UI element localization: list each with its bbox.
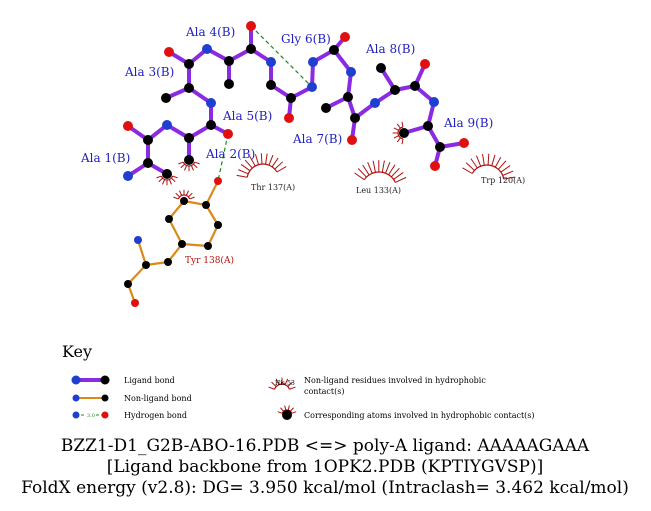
label-ala7: Ala 7(B) [292, 132, 342, 146]
key-nonligand-hydrophobic-2: contact(s) [304, 387, 344, 396]
label-ala8: Ala 8(B) [365, 42, 415, 56]
label-thr137: Thr 137(A) [251, 183, 295, 192]
contact-ala1 [156, 175, 178, 186]
hbond-gly6-ala4 [250, 25, 313, 88]
key-sample-residue: His 53 [275, 380, 295, 387]
key-nonligand-hydrophobic-1: Non-ligand residues involved in hydropho… [304, 376, 486, 385]
contact-residue-labels: Thr 137(A) Leu 133(A) Trp 120(A) Tyr 138… [185, 176, 525, 266]
key-nonligand-bond: Non-ligand bond [124, 394, 192, 403]
label-ala2: Ala 2(B) [205, 147, 255, 161]
ligand-atoms [123, 21, 469, 181]
trp120-arc [462, 153, 516, 180]
key-ligand-atom-c [100, 375, 110, 385]
contact-ala9 [392, 121, 404, 145]
key-hbond-distance: 3.0 [87, 413, 95, 419]
thr137-arc [236, 153, 287, 178]
caption-line2: [Ligand backbone from 1OPK2.PDB (KPTIYGV… [107, 457, 544, 477]
tyr138-residue [126, 180, 219, 304]
label-ala1: Ala 1(B) [80, 151, 130, 165]
caption-line3: FoldX energy (v2.8): DG= 3.950 kcal/mol … [21, 478, 629, 498]
label-trp120: Trp 120(A) [481, 176, 525, 185]
key-hydrogen-bond: Hydrogen bond [124, 411, 187, 420]
key-title: Key [62, 342, 92, 361]
label-ala5: Ala 5(B) [222, 109, 272, 123]
key-ligand-bond: Ligand bond [124, 376, 175, 385]
tyr138-atoms [124, 177, 222, 307]
contact-tyr138 [173, 189, 195, 200]
leu133-arc [354, 160, 407, 183]
label-ala3: Ala 3(B) [124, 65, 174, 79]
label-leu133: Leu 133(A) [356, 186, 401, 195]
label-ala9: Ala 9(B) [443, 116, 493, 130]
key-corresponding-atoms: Corresponding atoms involved in hydropho… [304, 411, 535, 420]
key-corresponding-atom [282, 410, 292, 420]
hydrophobic-contacts [156, 121, 516, 414]
caption-line1: BZZ1-D1_G2B-ABO-16.PDB <=> poly-A ligand… [61, 436, 590, 456]
hbond-tyr138-ala2 [217, 133, 229, 182]
label-gly6: Gly 6(B) [281, 32, 331, 46]
ligand-residue-labels: Ala 1(B) Ala 2(B) Ala 3(B) Ala 4(B) Ala … [80, 25, 493, 165]
label-tyr138: Tyr 138(A) [185, 255, 234, 266]
key-nonligand-arc [268, 377, 296, 390]
caption: BZZ1-D1_G2B-ABO-16.PDB <=> poly-A ligand… [21, 436, 629, 498]
hydrogen-bonds [217, 25, 313, 182]
contact-ala2 [178, 161, 200, 172]
key: Key Ligand bond Non-ligand bond 3.0 Hydr… [62, 342, 535, 420]
key-ligand-atom-n [71, 375, 81, 385]
label-ala4: Ala 4(B) [185, 25, 235, 39]
